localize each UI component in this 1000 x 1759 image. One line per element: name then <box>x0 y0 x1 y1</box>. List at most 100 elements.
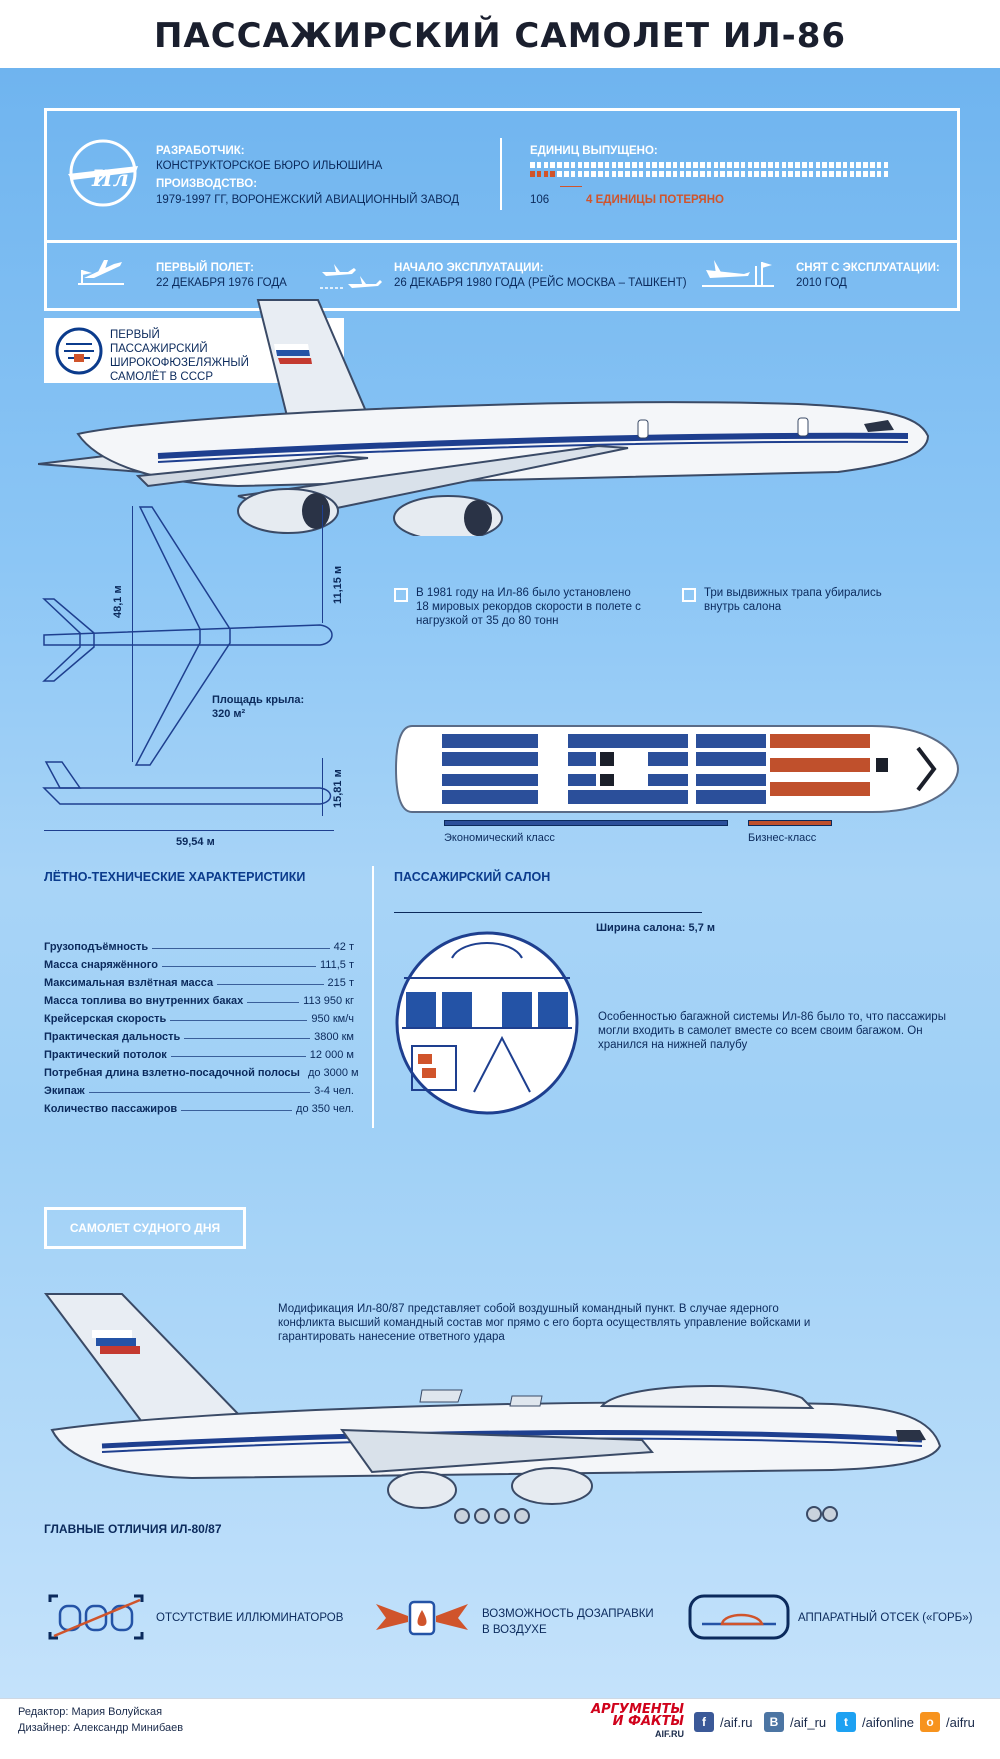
height-label: 11,15 м <box>332 565 344 604</box>
unit-mark <box>829 162 834 168</box>
ilyushin-logo-icon: Ил <box>62 136 144 210</box>
unit-mark <box>836 171 841 177</box>
first-flight-label: ПЕРВЫЙ ПОЛЕТ: <box>156 262 254 274</box>
unit-mark <box>754 171 759 177</box>
unit-mark <box>564 171 569 177</box>
unit-mark <box>822 171 827 177</box>
unit-mark <box>645 162 651 168</box>
unit-mark <box>740 162 746 168</box>
units-count: 106 <box>530 194 550 206</box>
unit-mark <box>713 162 719 168</box>
social-link-odnoklassniki[interactable]: о /aifru <box>920 1712 975 1732</box>
social-link-vk[interactable]: В /aif_ru <box>764 1712 826 1732</box>
unit-mark <box>557 171 562 177</box>
footer <box>0 1698 1000 1759</box>
svg-text:Ил: Ил <box>91 166 129 192</box>
spec-row: Потребная длина взлетно-посадочной полос… <box>44 1067 359 1079</box>
economy-class-bar <box>444 820 728 826</box>
fact-marker-icon <box>394 588 408 602</box>
social-handle: /aifru <box>946 1714 975 1730</box>
unit-mark <box>564 162 569 168</box>
unit-mark <box>604 171 610 177</box>
unit-mark <box>720 171 725 177</box>
fact-records: В 1981 году на Ил-86 было установлено 18… <box>416 587 641 627</box>
social-link-facebook[interactable]: f /aif.ru <box>694 1712 753 1732</box>
unit-mark <box>802 162 807 168</box>
aircraft-top-view <box>40 505 340 775</box>
hump-icon <box>688 1594 790 1645</box>
height-dimension-line <box>322 505 323 623</box>
cabin-width-line <box>394 912 702 913</box>
length-label: 59,54 м <box>176 836 215 848</box>
section-divider <box>372 866 374 1128</box>
aif-logo[interactable]: АРГУМЕНТЫ И ФАКТЫ AIF.RU <box>584 1703 684 1740</box>
unit-mark <box>781 162 787 168</box>
unit-mark <box>638 162 644 168</box>
unit-mark <box>768 171 773 177</box>
unit-mark <box>604 162 610 168</box>
specs-title: ЛЁТНО-ТЕХНИЧЕСКИЕ ХАРАКТЕРИСТИКИ <box>44 870 306 884</box>
info-vertical-divider <box>500 138 502 210</box>
economy-class-label: Экономический класс <box>444 832 555 844</box>
unit-mark <box>795 171 800 177</box>
unit-mark <box>795 162 800 168</box>
doomsday-text: Модификация Ил-80/87 представляет собой … <box>278 1303 811 1343</box>
unit-mark <box>679 171 685 177</box>
unit-mark <box>686 162 691 168</box>
unit-mark <box>876 162 882 168</box>
unit-mark <box>720 162 725 168</box>
unit-mark <box>734 171 739 177</box>
unit-mark <box>686 171 691 177</box>
service-start-label: НАЧАЛО ЭКСПЛУАТАЦИИ: <box>394 262 544 274</box>
unit-mark <box>761 162 766 168</box>
cabin-seat-map <box>392 722 962 821</box>
unit-mark <box>883 171 889 177</box>
unit-mark <box>754 162 759 168</box>
cabin-width-label: Ширина салона: 5,7 м <box>596 922 716 934</box>
unit-mark <box>870 162 875 168</box>
footer-designer: Дизайнер: Александр Минибаев <box>18 1722 184 1734</box>
unit-mark <box>632 171 637 177</box>
unit-mark <box>659 162 664 168</box>
unit-mark <box>822 162 827 168</box>
unit-lost-mark <box>536 171 542 177</box>
unit-mark <box>727 162 732 168</box>
unit-mark <box>856 171 861 177</box>
unit-mark <box>774 162 780 168</box>
unit-mark <box>829 171 834 177</box>
social-handle: /aifonline <box>862 1714 915 1730</box>
unit-mark <box>863 171 868 177</box>
units-produced-grid <box>530 162 890 186</box>
unit-mark <box>577 162 583 168</box>
unit-mark <box>876 171 882 177</box>
unit-mark <box>842 171 848 177</box>
unit-mark <box>693 171 698 177</box>
developer-value: КОНСТРУКТОРСКОЕ БЮРО ИЛЬЮШИНА <box>156 160 383 172</box>
unit-mark <box>659 171 664 177</box>
unit-mark <box>815 171 821 177</box>
aircraft-side-view <box>40 758 340 823</box>
retired-value: 2010 ГОД <box>796 277 847 289</box>
production-value: 1979-1997 ГГ, ВОРОНЕЖСКИЙ АВИАЦИОННЫЙ ЗА… <box>156 194 460 206</box>
vk-icon: В <box>764 1712 784 1732</box>
unit-mark <box>652 162 657 168</box>
unit-mark <box>598 171 603 177</box>
unit-mark <box>740 171 746 177</box>
fact-marker-icon <box>682 588 696 602</box>
unit-lost-mark <box>543 171 549 177</box>
unit-mark <box>584 162 589 168</box>
unit-mark <box>808 162 814 168</box>
unit-mark <box>706 171 712 177</box>
units-label: ЕДИНИЦ ВЫПУЩЕНО: <box>530 145 658 157</box>
social-link-twitter[interactable]: t /aifonline <box>836 1712 914 1732</box>
first-widebody-text: ПЕРВЫЙ ПАССАЖИРСКИЙ ШИРОКОФЮЗЕЛЯЖНЫЙ САМ… <box>110 329 249 383</box>
fact-stairs: Три выдвижных трапа убирались внутрь сал… <box>704 587 882 613</box>
unit-mark <box>693 162 698 168</box>
